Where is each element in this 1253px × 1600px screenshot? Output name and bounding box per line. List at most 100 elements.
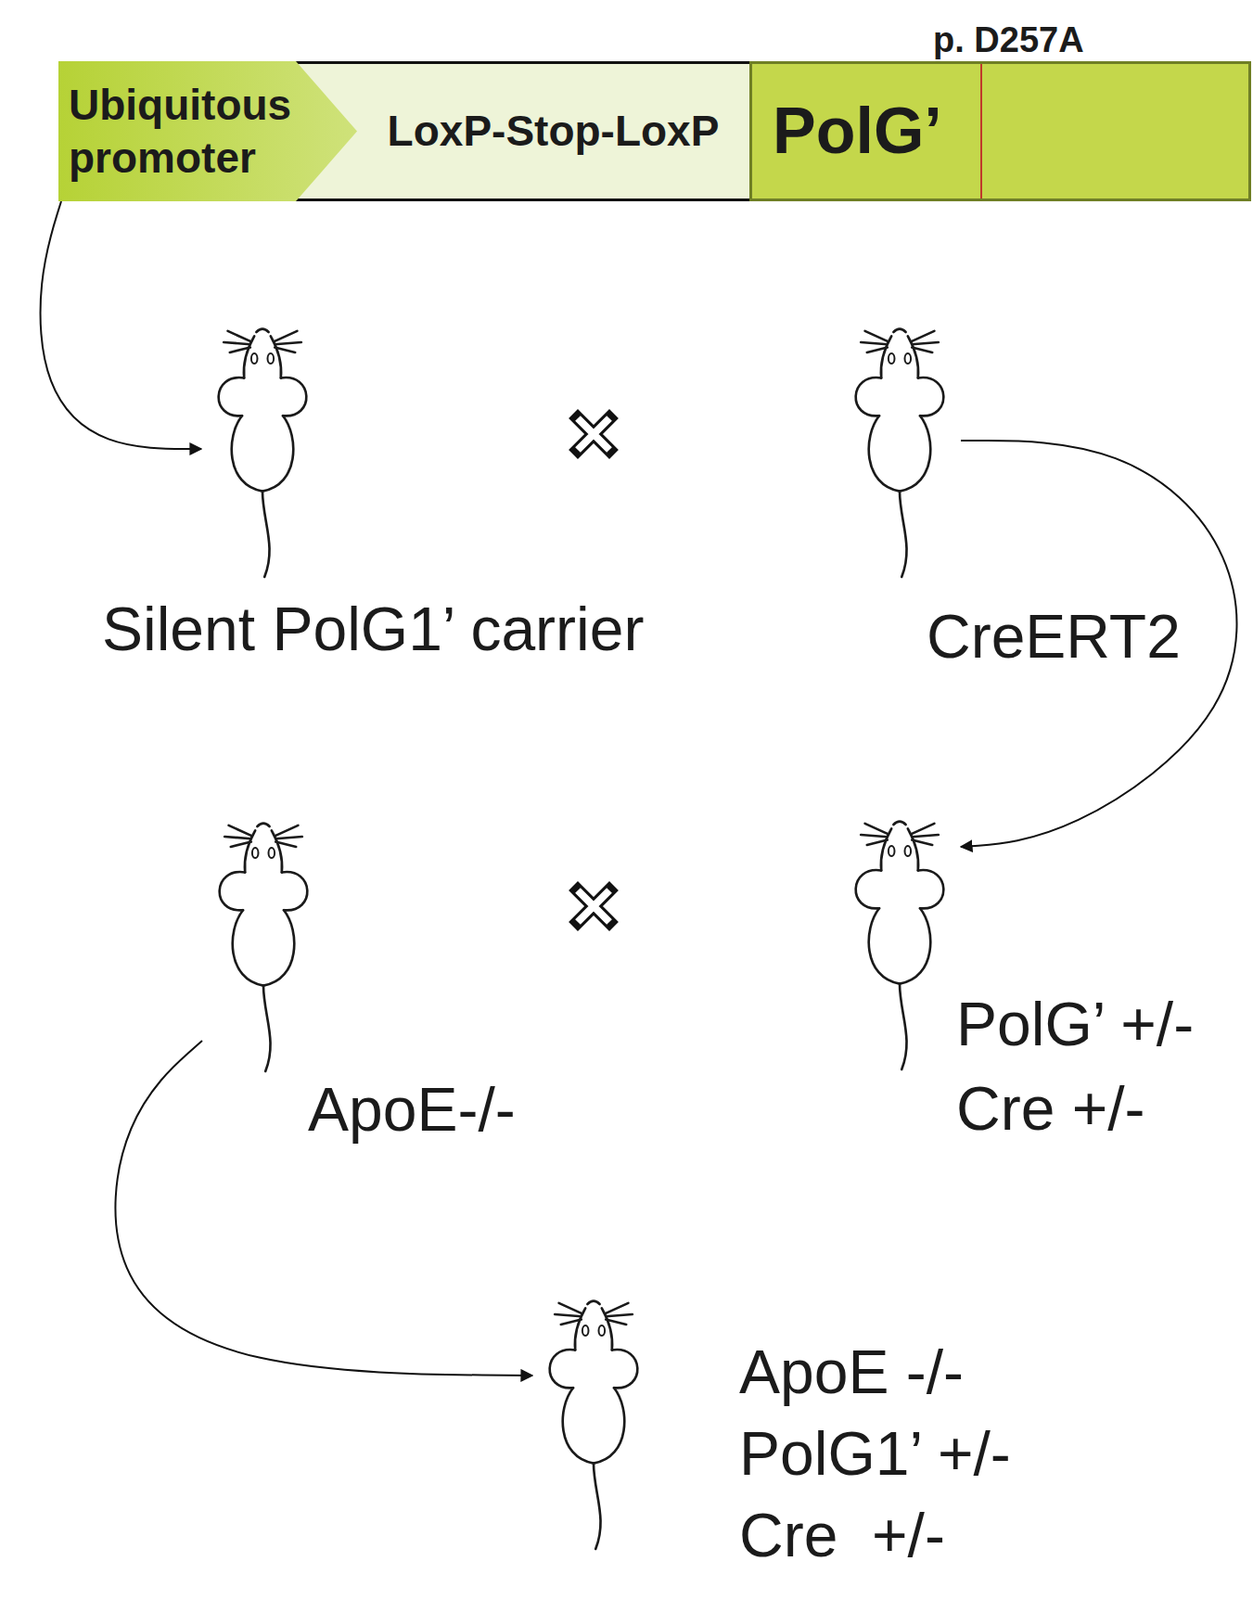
arrow-connector	[40, 201, 202, 449]
mouse-stroke	[274, 331, 297, 342]
mouse-stroke	[229, 825, 252, 836]
mouse-eye	[268, 353, 275, 364]
mouse-stroke	[228, 331, 251, 342]
mouse-stroke	[860, 834, 888, 837]
mouse-stroke	[232, 909, 295, 985]
mouse-eye	[905, 845, 912, 857]
mouse-stroke	[274, 347, 295, 354]
mouse-stroke	[911, 834, 939, 837]
mouse-figure: ApoE -/-PolG1’ +/-Cre +/-	[532, 1293, 655, 1600]
mouse-drawing	[532, 1293, 655, 1600]
mouse-stroke	[275, 836, 303, 839]
mouse-stroke	[255, 329, 269, 333]
mouse-stroke	[230, 347, 251, 354]
mouse-eye	[599, 1325, 606, 1336]
mouse-stroke	[593, 1463, 601, 1549]
mouse-stroke	[244, 830, 256, 872]
mouse-stroke	[605, 1319, 627, 1326]
mouse-eye	[251, 353, 258, 364]
mouse-stroke	[219, 871, 246, 910]
mouse-stroke	[561, 1319, 582, 1326]
gene-name: PolG’	[772, 95, 943, 167]
mouse-stroke	[575, 1307, 586, 1350]
mouse-stroke	[270, 335, 282, 378]
cross-outline	[577, 418, 610, 450]
mouse-stroke	[865, 331, 888, 342]
mouse-stroke	[605, 1314, 633, 1317]
mouse-stroke	[911, 823, 934, 834]
gene-box: PolG’	[749, 61, 1252, 202]
mouse-stroke	[899, 491, 908, 577]
mouse-stroke	[865, 823, 888, 834]
element-label: Ubiquitous promoter	[68, 78, 320, 185]
genotype-label: CreERT2	[926, 601, 1181, 673]
mouse-stroke	[893, 821, 906, 825]
mouse-stroke	[918, 869, 945, 908]
mouse-drawing	[838, 814, 961, 1121]
mouse-stroke	[224, 836, 252, 839]
genotype-label: Cre +/-	[956, 1074, 1146, 1145]
mouse-stroke	[271, 830, 282, 872]
mouse-stroke	[275, 842, 296, 848]
mouse-drawing	[202, 816, 325, 1123]
mouse-eye	[582, 1325, 589, 1336]
genotype-label: ApoE -/-	[739, 1337, 964, 1408]
mouse-eye	[905, 353, 912, 364]
mouse-stroke	[907, 828, 919, 870]
mouse-stroke	[281, 377, 307, 416]
mouse-stroke	[256, 823, 269, 827]
mouse-stroke	[275, 825, 298, 836]
genotype-label: ApoE-/-	[307, 1074, 516, 1146]
mouse-stroke	[281, 871, 308, 910]
mouse-stroke	[612, 1349, 639, 1388]
mouse-stroke	[243, 335, 255, 378]
mouse-stroke	[601, 1307, 613, 1350]
mouse-stroke	[867, 840, 888, 846]
mouse-stroke	[218, 377, 245, 416]
mouse-stroke	[274, 342, 302, 345]
mouse-stroke	[559, 1303, 582, 1314]
mouse-figure: CreERT2	[838, 321, 961, 628]
mouse-stroke	[860, 342, 888, 345]
mouse-stroke	[263, 985, 271, 1072]
mouse-stroke	[911, 840, 933, 846]
mouse-stroke	[856, 377, 883, 416]
genotype-label: PolG1’ +/-	[739, 1419, 1011, 1490]
mouse-stroke	[562, 1387, 626, 1463]
promoter-arrow-fill	[58, 61, 358, 202]
mouse-stroke	[911, 347, 933, 354]
mouse-stroke	[899, 984, 908, 1070]
mouse-stroke	[587, 1301, 600, 1305]
mouse-figure: PolG’ +/-Cre +/-	[838, 814, 961, 1121]
mouse-eye	[888, 353, 895, 364]
genotype-label: Cre +/-	[739, 1500, 946, 1572]
mouse-eye	[888, 845, 895, 857]
mouse-stroke	[881, 828, 892, 870]
mouse-drawing	[201, 321, 324, 628]
stop-cassette-box: LoxP-Stop-LoxP	[357, 61, 750, 202]
mouse-stroke	[223, 342, 251, 345]
cross-outline	[577, 890, 610, 922]
element-label: LoxP-Stop-LoxP	[387, 107, 720, 155]
promoter-arrow: Ubiquitous promoter	[58, 61, 358, 202]
mouse-stroke	[554, 1314, 582, 1317]
mouse-stroke	[605, 1303, 628, 1314]
mouse-stroke	[867, 347, 888, 354]
cross-symbol	[577, 418, 610, 450]
mouse-stroke	[918, 377, 945, 416]
mouse-eye	[268, 847, 276, 858]
mouse-eye	[252, 847, 259, 858]
cross-symbol	[577, 890, 610, 922]
cross-inner	[577, 890, 610, 922]
mouse-stroke	[881, 335, 892, 378]
mouse-stroke	[262, 491, 270, 577]
mouse-stroke	[893, 329, 906, 333]
mouse-stroke	[856, 869, 883, 908]
mutation-marker-line	[980, 63, 983, 199]
mouse-figure: Silent PolG1’ carrier	[201, 321, 324, 628]
